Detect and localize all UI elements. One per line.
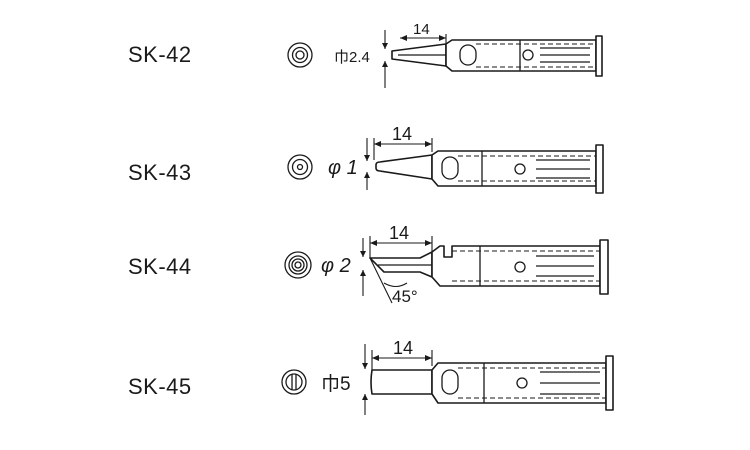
size-label-sk45: 巾5 [321, 373, 351, 395]
size-dimension-sk45 [362, 344, 368, 415]
end-view-sk44 [284, 251, 312, 279]
size-dimension-sk43 [364, 138, 370, 190]
size-label-sk42: 巾2.4 [334, 49, 370, 66]
size-dimension-sk44 [360, 238, 366, 296]
model-label-sk43: SK-43 [128, 160, 192, 185]
length-dimension-sk44: 14 [369, 223, 433, 258]
tip-sk45: 巾5 14 [281, 338, 614, 415]
end-view-sk43 [287, 154, 313, 180]
length-label-sk45: 14 [393, 338, 413, 358]
tip-sk42: 巾2.4 14 [287, 21, 603, 88]
model-label-sk42: SK-42 [128, 42, 192, 67]
end-view-sk45 [281, 369, 307, 395]
tip-body-sk42 [391, 35, 603, 77]
length-label-sk43: 14 [392, 124, 412, 144]
tip-sk44: φ 2 14 45° [284, 223, 609, 306]
model-label-sk45: SK-45 [128, 374, 192, 399]
model-label-sk44: SK-44 [128, 254, 192, 279]
length-label-sk44: 14 [389, 223, 409, 243]
size-label-sk43: φ 1 [328, 157, 358, 179]
length-dimension-sk45: 14 [371, 338, 433, 370]
tip-body-sk43 [375, 144, 604, 194]
angle-label-sk44: 45° [392, 287, 418, 306]
length-label-sk42: 14 [413, 21, 430, 38]
angle-dimension-sk44: 45° [369, 257, 418, 306]
size-label-sk44: φ 2 [321, 255, 351, 277]
length-dimension-sk43: 14 [373, 124, 433, 160]
tip-body-sk45 [370, 355, 614, 411]
tip-sk43: φ 1 14 [287, 124, 604, 194]
end-view-sk42 [287, 42, 313, 68]
tip-body-sk44 [369, 239, 609, 295]
size-dimension-sk42 [382, 30, 388, 88]
length-dimension-sk42: 14 [400, 21, 447, 44]
